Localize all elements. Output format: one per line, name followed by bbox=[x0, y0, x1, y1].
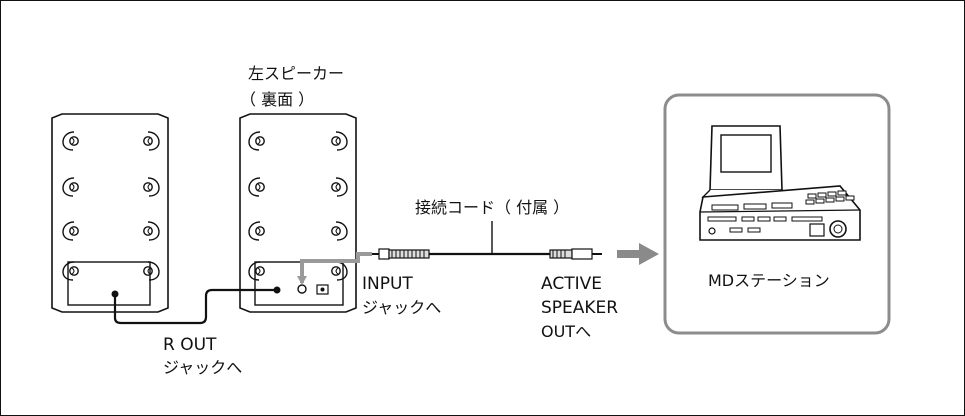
rear-view-label: （ 裏面 ） bbox=[240, 90, 315, 109]
left-speaker-rear bbox=[239, 113, 357, 313]
r-out-label: R OUT bbox=[163, 335, 217, 355]
arrow-to-md-station bbox=[617, 243, 659, 265]
speaker-link-cable bbox=[113, 288, 277, 325]
out-label: OUTへ bbox=[541, 322, 592, 341]
input-connector-guide bbox=[300, 252, 372, 283]
active-label: ACTIVE bbox=[541, 274, 602, 294]
right-speaker bbox=[51, 113, 169, 313]
connecting-cord-label: 接続コード（ 付属 ） bbox=[415, 198, 570, 217]
connecting-cord bbox=[372, 248, 602, 260]
input-jack bbox=[297, 284, 307, 294]
input-label: INPUT bbox=[362, 274, 413, 294]
r-out-jack-label: ジャックへ bbox=[163, 358, 243, 377]
md-station-label: MDステーション bbox=[708, 271, 830, 290]
speaker-label: SPEAKER bbox=[541, 298, 619, 318]
input-jack-label: ジャックへ bbox=[362, 298, 442, 317]
md-station-device bbox=[699, 125, 861, 241]
left-speaker-label: 左スピーカー bbox=[248, 64, 345, 83]
